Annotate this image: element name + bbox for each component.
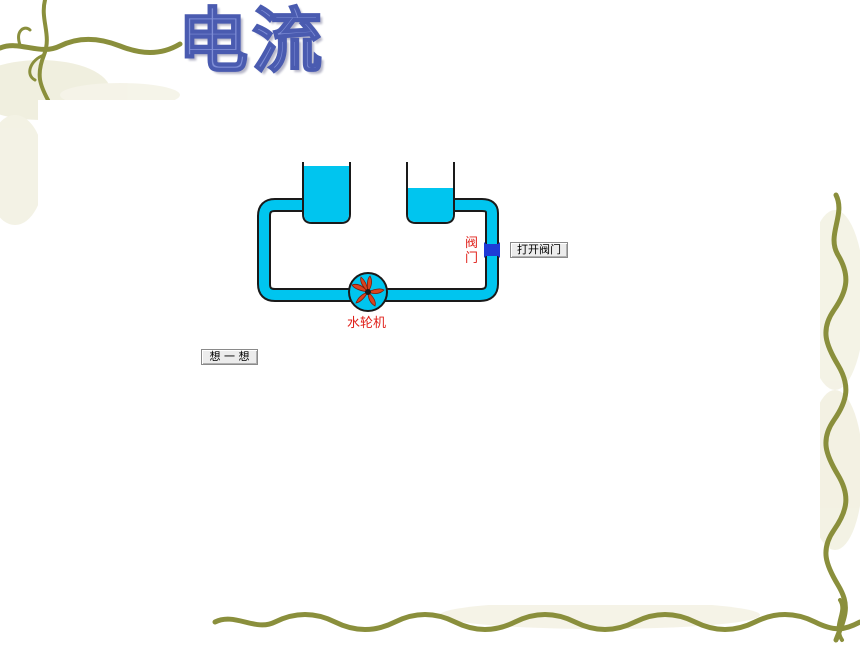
valve-label: 阀 门 [465, 236, 481, 266]
water-circuit-diagram [257, 162, 500, 312]
left-container [302, 162, 351, 224]
vine-right [823, 192, 849, 643]
vine-bottom [212, 598, 860, 642]
think-button[interactable]: 想 一 想 [201, 349, 258, 365]
turbine-icon [348, 272, 388, 312]
vine-top-left [0, 0, 183, 102]
valve-label-line1: 阀 [465, 236, 479, 251]
valve-label-line2: 门 [465, 251, 479, 266]
page-title: 电流 [177, 0, 326, 82]
valve-icon [484, 242, 500, 258]
turbine-label: 水轮机 [347, 316, 387, 331]
content-panel [38, 100, 820, 605]
right-container [406, 162, 455, 224]
open-valve-button[interactable]: 打开阀门 [510, 242, 568, 258]
